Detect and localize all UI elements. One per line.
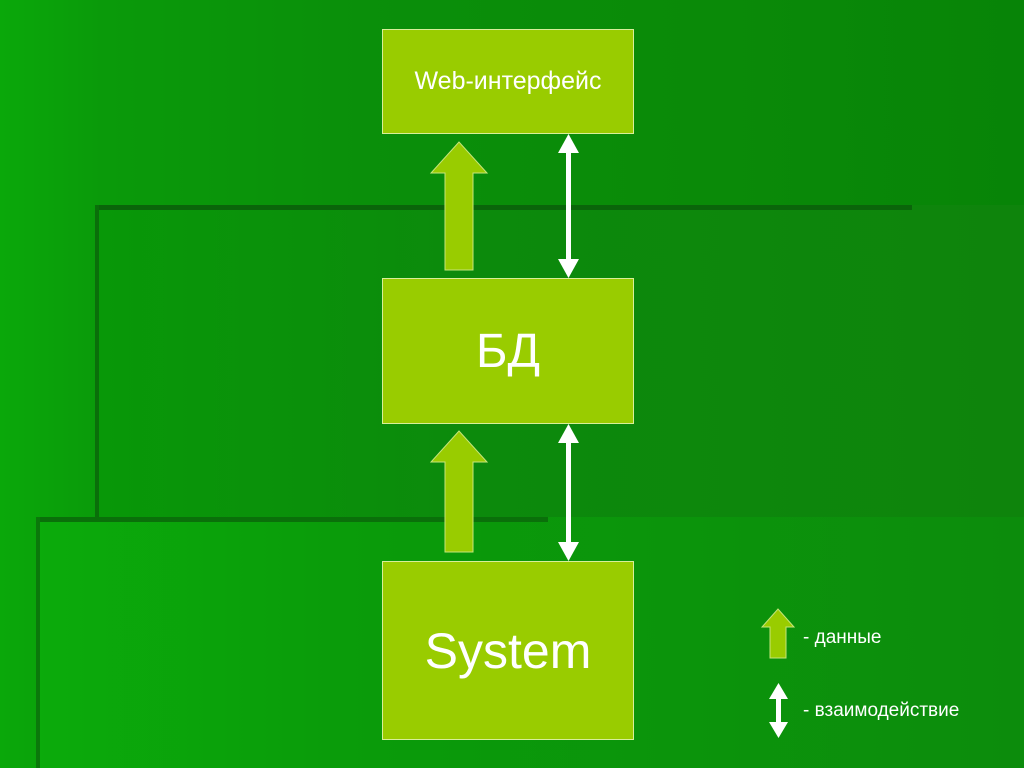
interaction-arrow-system-db xyxy=(558,424,579,561)
database-node: БД xyxy=(382,278,634,424)
legend-data-label: - данные xyxy=(803,627,882,648)
database-label: БД xyxy=(475,324,540,378)
web-interface-label: Web-интерфейс xyxy=(414,67,602,95)
web-interface-node: Web-интерфейс xyxy=(382,29,634,134)
legend-interaction-label: - взаимодействие xyxy=(803,700,960,721)
system-node: System xyxy=(382,561,634,740)
data-arrow-db-to-web xyxy=(429,141,489,271)
interaction-arrow-db-web xyxy=(558,134,579,278)
system-label: System xyxy=(424,622,592,679)
legend-interaction-arrow-icon xyxy=(769,683,788,738)
legend-data-arrow-icon xyxy=(760,608,796,659)
data-arrow-system-to-db xyxy=(429,430,489,553)
